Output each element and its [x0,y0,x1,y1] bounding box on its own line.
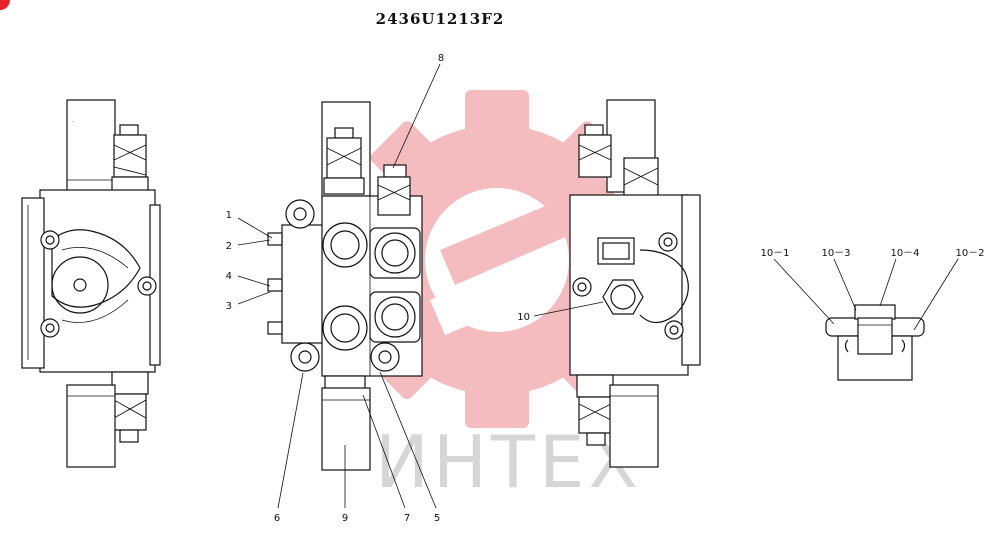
callout-3: 3 [226,301,232,312]
plug-detail-view [825,304,925,381]
callout-4: 4 [226,271,232,282]
svg-text:.: . [72,117,74,124]
callout-10-1: 10－1 [760,248,789,259]
callout-7: 7 [404,513,410,524]
corner-badge [0,0,10,10]
callout-labels: 1 2 3 4 5 6 7 8 9 10 10－1 10－2 10－3 10－4 [226,53,985,524]
callout-10-2: 10－2 [955,248,984,259]
callout-1: 1 [226,210,232,221]
callout-2: 2 [226,241,232,252]
valve-right-view [569,99,701,468]
drawing-title: 2436U1213F2 [376,10,505,28]
callout-5: 5 [434,513,440,524]
callout-9: 9 [342,513,348,524]
leader-lines [237,63,959,509]
callout-8: 8 [438,53,444,64]
callout-6: 6 [274,513,280,524]
valve-left-view: . [21,99,161,468]
callout-10: 10 [517,312,530,323]
valve-center-view [267,101,423,471]
callout-10-3: 10－3 [821,248,850,259]
callout-10-4: 10－4 [890,248,919,259]
